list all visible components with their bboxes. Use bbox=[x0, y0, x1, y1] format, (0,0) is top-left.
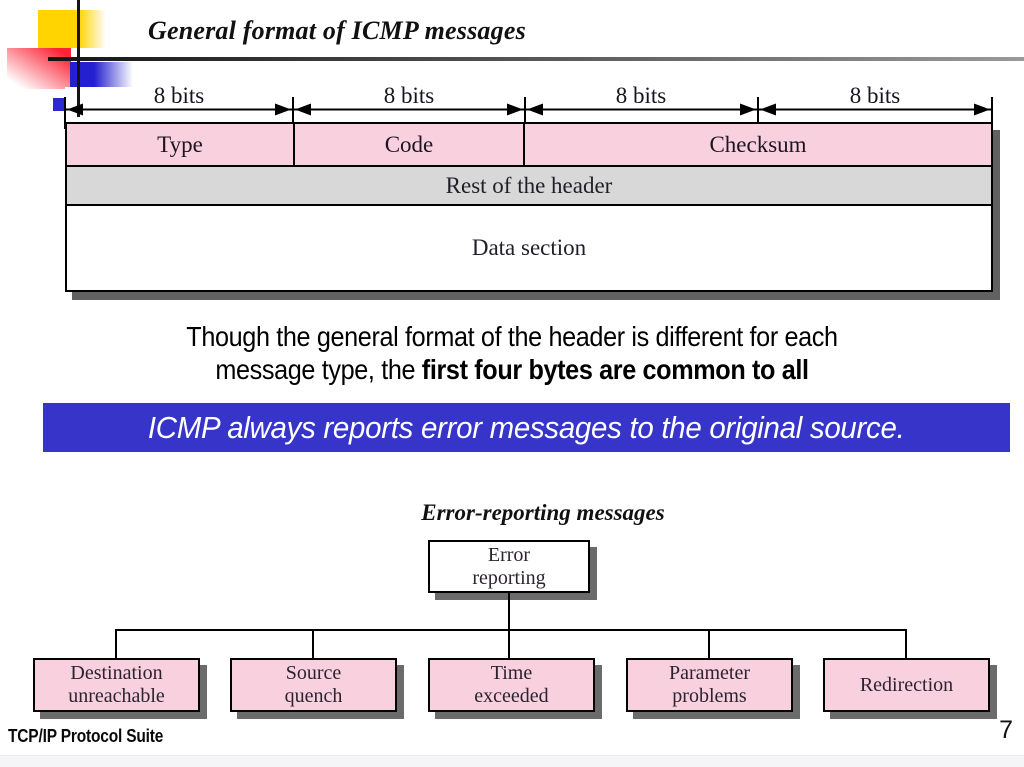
tree-caption: Error-reporting messages bbox=[421, 500, 665, 525]
connector-drop bbox=[508, 629, 510, 658]
header-fields-row: Type Code Checksum bbox=[67, 124, 991, 167]
deco-yellow-square bbox=[38, 10, 106, 48]
note-line2-normal: message type, the bbox=[215, 354, 416, 385]
field-type: Type bbox=[67, 124, 295, 165]
child-label-line1: Time bbox=[490, 662, 533, 684]
icmp-format-table: Type Code Checksum Rest of the header Da… bbox=[65, 122, 993, 292]
tree-child-destination-unreachable: Destination unreachable bbox=[33, 658, 200, 712]
bit-label-backplate bbox=[65, 87, 993, 121]
child-label-line2: quench bbox=[284, 685, 343, 707]
child-label-line2: exceeded bbox=[474, 685, 549, 707]
bit-width-label: 8 bits bbox=[153, 83, 205, 108]
deco-small-blue-square bbox=[53, 98, 66, 111]
connector-drop bbox=[115, 629, 117, 658]
bit-width-label: 8 bits bbox=[849, 83, 901, 108]
bottom-strip bbox=[0, 755, 1024, 767]
deco-blue-square bbox=[70, 62, 133, 88]
bit-width-label: 8 bits bbox=[615, 83, 667, 108]
tree-root-line2: reporting bbox=[472, 566, 546, 589]
tree-child-source-quench: Source quench bbox=[230, 658, 397, 712]
tree-root-line1: Error bbox=[487, 543, 531, 566]
connector-branch-line bbox=[115, 629, 907, 631]
field-rest-of-header: Rest of the header bbox=[67, 167, 991, 206]
child-label-line2: unreachable bbox=[68, 685, 165, 707]
child-label-line1: Destination bbox=[70, 662, 163, 684]
connector-drop bbox=[905, 629, 907, 658]
bit-width-label: 8 bits bbox=[383, 83, 435, 108]
tree-child-time-exceeded: Time exceeded bbox=[428, 658, 595, 712]
note-paragraph: Though the general format of the header … bbox=[51, 320, 973, 386]
child-label-line1: Redirection bbox=[859, 673, 954, 696]
note-line2: message type, the first four bytes are c… bbox=[51, 353, 973, 386]
connector-drop bbox=[312, 629, 314, 658]
child-label-line1: Parameter bbox=[668, 662, 751, 684]
header-rule bbox=[48, 57, 1024, 61]
key-point-banner: ICMP always reports error messages to th… bbox=[43, 403, 1010, 452]
tree-child-redirection: Redirection bbox=[823, 658, 990, 712]
field-checksum: Checksum bbox=[525, 124, 991, 165]
note-line1: Though the general format of the header … bbox=[186, 321, 838, 352]
page-title: General format of ICMP messages bbox=[148, 16, 526, 45]
tree-child-parameter-problems: Parameter problems bbox=[626, 658, 793, 712]
tree-root-box: Error reporting bbox=[428, 540, 590, 593]
child-label-line2: problems bbox=[672, 685, 747, 707]
note-line2-bold: first four bytes are common to all bbox=[421, 354, 809, 385]
field-data-section: Data section bbox=[67, 206, 991, 290]
child-label-line1: Source bbox=[285, 662, 342, 684]
page-number: 7 bbox=[999, 716, 1013, 744]
connector-root-stem bbox=[508, 593, 510, 631]
field-code: Code bbox=[295, 124, 525, 165]
key-point-text: ICMP always reports error messages to th… bbox=[148, 409, 905, 445]
deco-red-square bbox=[7, 48, 71, 89]
footer-title: TCP/IP Protocol Suite bbox=[8, 726, 164, 746]
connector-drop bbox=[708, 629, 710, 658]
